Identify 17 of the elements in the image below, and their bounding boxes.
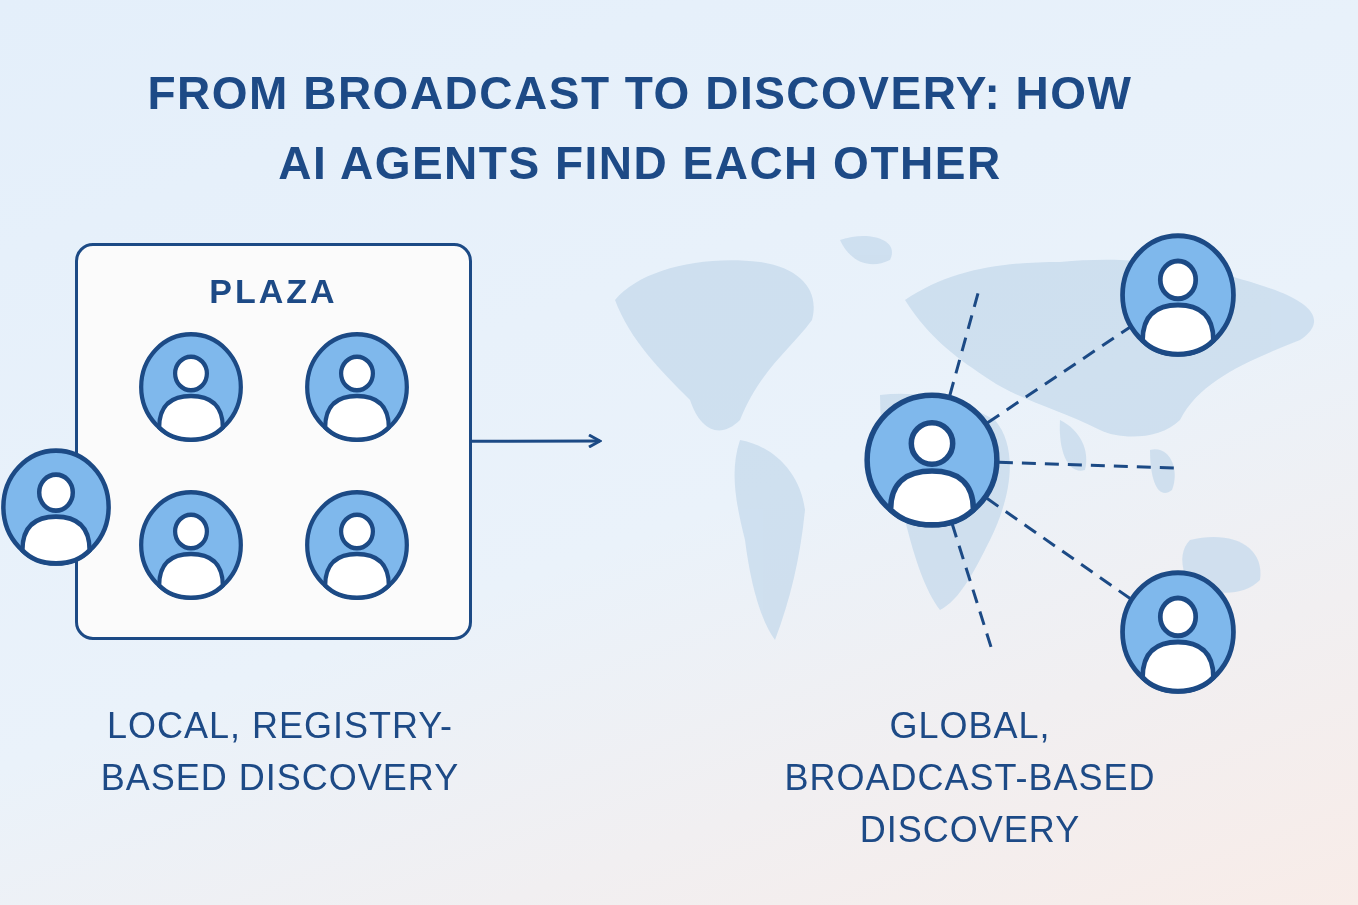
- group-box: [75, 243, 472, 640]
- arrow: [472, 433, 602, 449]
- group-title: PLAZA: [208, 272, 339, 311]
- caption: LOCAL, REGISTRY-BASED DISCOVERY: [99, 704, 461, 800]
- title: FROM BROADCAST TO DISCOVERY: HOW AI AGENTS FIND EACH OTHER: [146, 66, 1134, 191]
- person-avatar: [304, 489, 410, 601]
- dashed-line: [998, 460, 1177, 470]
- person-avatar: [863, 391, 1001, 529]
- person-avatar: [304, 331, 410, 443]
- dashed-line: [986, 326, 1131, 424]
- person-avatar: [1119, 232, 1237, 358]
- person-avatar: [1119, 569, 1237, 695]
- person-avatar: [138, 489, 244, 601]
- person-avatar: [0, 447, 112, 567]
- person-avatar: [138, 331, 244, 443]
- caption: GLOBAL, BROADCAST-BASED DISCOVERY: [783, 704, 1157, 852]
- dashed-line: [986, 497, 1131, 600]
